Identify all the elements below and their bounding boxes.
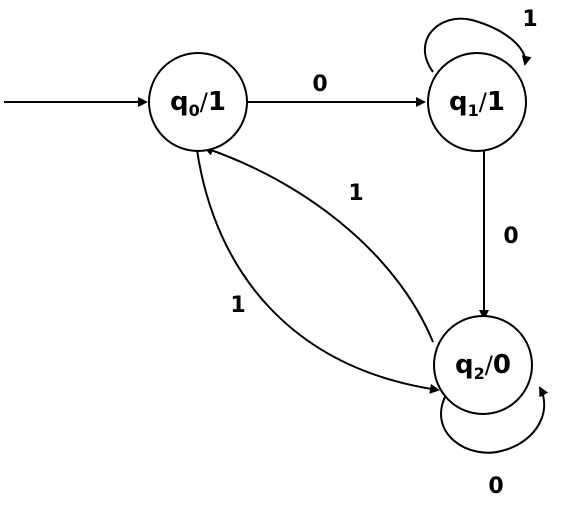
state-q0-output: 1	[208, 87, 226, 117]
state-q2-index: 2	[474, 364, 485, 383]
edge-q0-q2-label: 1	[230, 293, 245, 318]
edge-q2-loop-label: 0	[488, 474, 503, 499]
svg-text:q1/1: q1/1	[449, 87, 505, 120]
state-q0: q0/1	[148, 52, 248, 152]
state-q2: q2/0	[433, 315, 533, 415]
state-q0-name: q	[170, 87, 189, 117]
state-q2-output: 0	[493, 350, 511, 380]
edge-q1-loop	[423, 17, 532, 73]
edge-q1-q2-label: 0	[503, 224, 518, 249]
state-q2-name: q	[455, 350, 474, 380]
edge-q1-loop-label: 1	[522, 7, 537, 32]
edge-q2-q0	[203, 145, 434, 343]
state-q1-index: 1	[468, 101, 479, 120]
svg-text:q2/0: q2/0	[455, 350, 511, 383]
svg-text:q0/1: q0/1	[170, 87, 226, 120]
edge-q0-q2	[196, 149, 440, 394]
edge-q2-q0-label: 1	[348, 181, 363, 206]
edge-q2-loop	[440, 386, 549, 454]
edge-q0-q1-label: 0	[312, 72, 327, 97]
state-q1-name: q	[449, 87, 468, 117]
state-q1: q1/1	[427, 52, 527, 152]
state-q1-output: 1	[487, 87, 505, 117]
state-q0-index: 0	[189, 101, 200, 120]
